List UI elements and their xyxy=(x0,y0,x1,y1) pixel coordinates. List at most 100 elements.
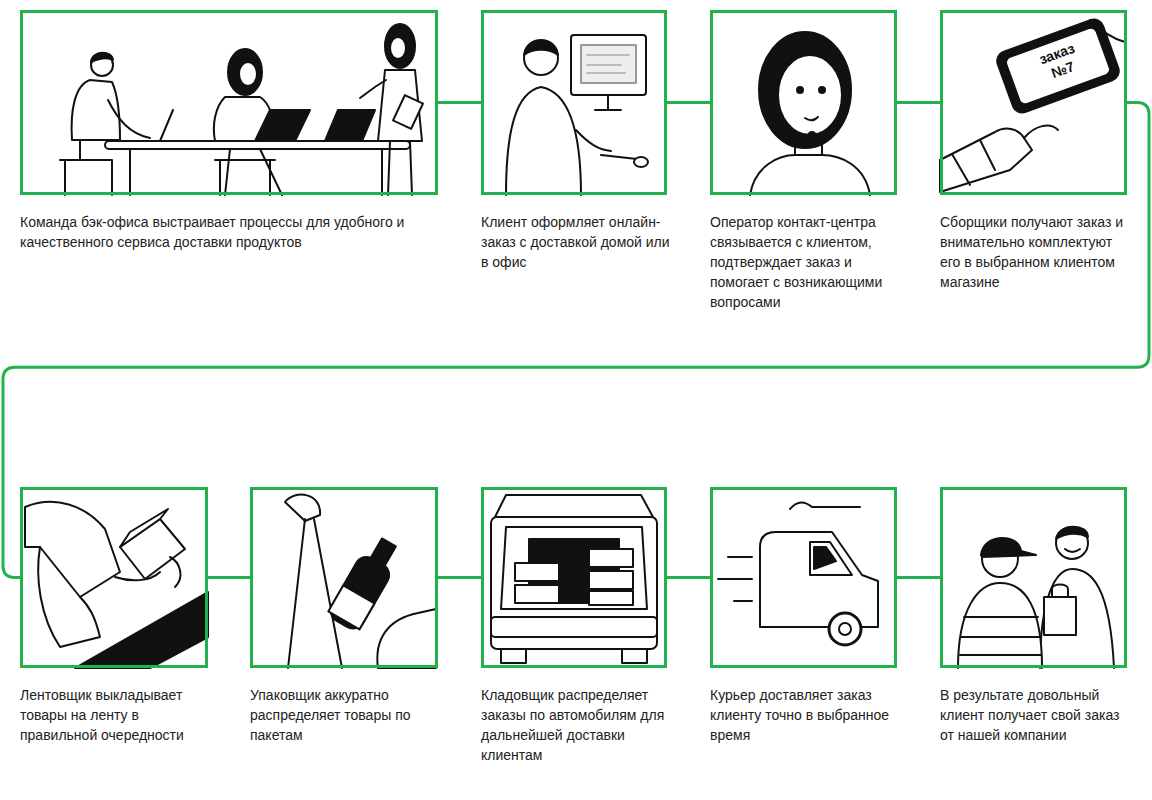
illustration-stroke xyxy=(797,87,803,93)
illustration-stroke xyxy=(839,623,851,635)
illustration-stroke xyxy=(75,592,208,668)
step-box: Кладовщик распределяет заказы по автомоб… xyxy=(481,487,667,668)
illustration-stroke xyxy=(808,132,816,140)
illustration-stroke xyxy=(501,527,647,609)
illustration-stroke xyxy=(960,617,1041,655)
illustration-stroke xyxy=(760,532,878,627)
illustration-stroke xyxy=(790,502,860,509)
illustration-stroke xyxy=(491,617,657,637)
van-illustration xyxy=(718,502,878,645)
illustration-stroke xyxy=(750,155,870,195)
illustration-stroke xyxy=(581,45,636,83)
illustration-stroke xyxy=(255,110,310,141)
flow-connector xyxy=(438,101,481,104)
flow-connector xyxy=(667,101,710,104)
flow-connector xyxy=(667,576,710,579)
step-caption: Кладовщик распределяет заказы по автомоб… xyxy=(481,685,677,765)
illustration-stroke xyxy=(819,87,825,93)
illustration-stroke xyxy=(958,583,1042,668)
illustration-stroke xyxy=(952,140,995,185)
illustration-stroke xyxy=(571,35,646,95)
illustration-stroke xyxy=(778,55,842,135)
illustration-stroke xyxy=(940,129,1032,192)
illustration-stroke xyxy=(524,41,558,75)
client-illustration xyxy=(506,35,648,195)
illustration-stroke xyxy=(805,117,818,120)
step-box: Лентовщик выкладывает товары на ленту в … xyxy=(20,487,208,668)
step-box: Команда бэк-офиса выстраивает процессы д… xyxy=(20,10,438,195)
illustration-stroke xyxy=(1044,597,1076,635)
illustration-stroke xyxy=(225,149,282,195)
step-caption: Упаковщик аккуратно распределяет товары … xyxy=(250,685,446,745)
step-caption: Клиент оформляет онлайн-заказ с доставко… xyxy=(481,212,673,272)
step-box: В результате довольный клиент получает с… xyxy=(940,487,1127,668)
illustration-stroke xyxy=(160,110,173,141)
illustration-stroke xyxy=(377,609,436,668)
packer-illustration xyxy=(285,495,436,668)
illustration-stroke xyxy=(105,141,410,149)
illustration-stroke xyxy=(768,43,846,82)
illustration-stroke xyxy=(589,591,633,605)
operator-illustration xyxy=(750,32,870,195)
illustration-stroke xyxy=(328,585,374,629)
illustration-stroke xyxy=(385,24,415,68)
illustration-stroke xyxy=(762,80,776,104)
illustration-stroke xyxy=(326,533,404,632)
illustration-stroke xyxy=(108,100,150,138)
step-caption: Сборщики получают заказ и внимательно ко… xyxy=(940,212,1136,292)
illustration-stroke xyxy=(115,557,180,587)
flow-connector xyxy=(438,576,481,579)
illustration-stroke xyxy=(91,53,113,62)
illustration-stroke xyxy=(390,37,406,59)
handover-illustration xyxy=(958,527,1114,668)
illustration-stroke xyxy=(589,571,633,589)
illustration-stroke xyxy=(576,130,611,151)
step-caption: Курьер доставляет заказ клиенту точно в … xyxy=(710,685,906,745)
illustration-stroke xyxy=(772,102,810,136)
illustration-stroke xyxy=(228,49,262,95)
illustration-stroke xyxy=(634,157,648,167)
illustration-stroke xyxy=(810,542,852,575)
illustration-stroke xyxy=(288,519,342,668)
step-box: Клиент оформляет онлайн-заказ с доставко… xyxy=(481,10,667,195)
illustration-stroke xyxy=(215,160,275,195)
illustration-stroke xyxy=(325,110,375,141)
car-trunk-illustration xyxy=(491,495,657,663)
illustration-stroke xyxy=(587,55,629,73)
illustration-stroke xyxy=(759,32,851,148)
illustration-stroke xyxy=(360,80,386,98)
illustration-stroke xyxy=(120,519,185,579)
step-caption: Оператор контакт-центра связывается с кл… xyxy=(710,212,910,312)
illustration-stroke xyxy=(515,563,559,581)
order-tag: заказ №7 xyxy=(1030,37,1090,87)
illustration-stroke xyxy=(120,509,168,547)
step-box: Упаковщик аккуратно распределяет товары … xyxy=(250,487,438,668)
flow-connector xyxy=(897,101,940,104)
illustration-stroke xyxy=(1004,26,1111,106)
step-caption: В результате довольный клиент получает с… xyxy=(940,685,1136,745)
illustration-stroke xyxy=(1024,126,1058,138)
team-illustration xyxy=(60,24,423,195)
illustration-stroke xyxy=(130,149,382,195)
flow-connector xyxy=(897,576,940,579)
illustration-stroke xyxy=(370,538,396,567)
illustration-stroke xyxy=(1056,527,1088,539)
illustration-stroke xyxy=(1056,527,1088,559)
illustration-stroke xyxy=(239,62,257,86)
illustration-stroke xyxy=(814,547,836,569)
flow-connector xyxy=(208,576,250,579)
illustration-stroke xyxy=(718,557,752,601)
illustration-stroke xyxy=(501,649,647,663)
illustration-stroke xyxy=(1052,585,1068,598)
step-box: Курьер доставляет заказ клиенту точно в … xyxy=(710,487,897,668)
illustration-stroke xyxy=(829,613,861,645)
illustration-stroke xyxy=(491,517,657,649)
illustration-stroke xyxy=(1090,20,1125,42)
illustration-stroke xyxy=(981,538,1036,557)
illustration-stroke xyxy=(595,95,621,110)
illustration-stroke xyxy=(60,140,112,195)
step-caption: Лентовщик выкладывает товары на ленту в … xyxy=(20,685,216,745)
illustration-stroke xyxy=(524,40,558,55)
